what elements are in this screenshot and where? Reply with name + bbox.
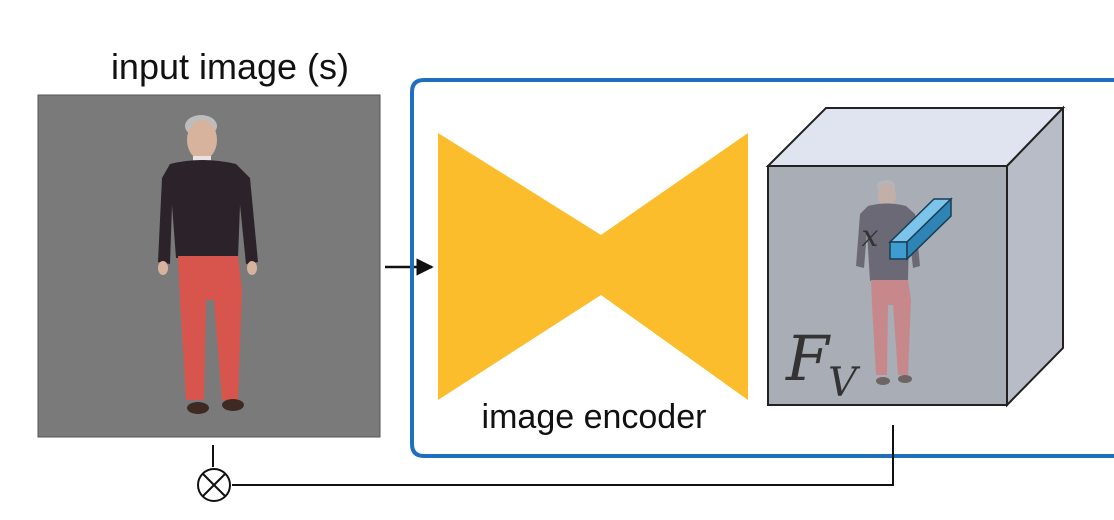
feature-return-connector <box>232 425 894 486</box>
image-encoder-shape <box>438 133 748 400</box>
feature-bar-side <box>906 197 952 261</box>
person-left-shoe <box>187 402 209 414</box>
person-sweater <box>158 160 258 264</box>
feature-volume-subscript: V <box>828 360 861 406</box>
feature-volume-label: F <box>785 322 831 395</box>
feature-person-sweater <box>856 203 920 281</box>
person-right-shoe <box>222 399 244 411</box>
point-x-label: x <box>862 219 879 254</box>
person-head <box>187 120 217 160</box>
person-figure <box>158 115 258 414</box>
person-pants <box>178 256 242 400</box>
input-image <box>37 94 381 438</box>
image-encoder-label: image encoder <box>482 398 707 436</box>
feature-person-pants <box>871 280 911 375</box>
encoder-frame <box>410 78 1114 458</box>
feature-bar-front <box>889 241 908 260</box>
input-image-label: input image (s) <box>111 46 349 87</box>
feature-bar <box>888 197 953 261</box>
feature-person-head <box>878 183 896 207</box>
feature-volume-cube: x F V <box>765 105 1066 408</box>
multiply-icon <box>197 468 231 502</box>
person-right-hand <box>247 261 257 275</box>
feature-person-right-shoe <box>898 375 912 383</box>
feature-person-figure <box>856 180 920 385</box>
person-left-hand <box>158 261 168 275</box>
feature-person-left-shoe <box>876 377 890 385</box>
person-collar <box>193 156 211 164</box>
